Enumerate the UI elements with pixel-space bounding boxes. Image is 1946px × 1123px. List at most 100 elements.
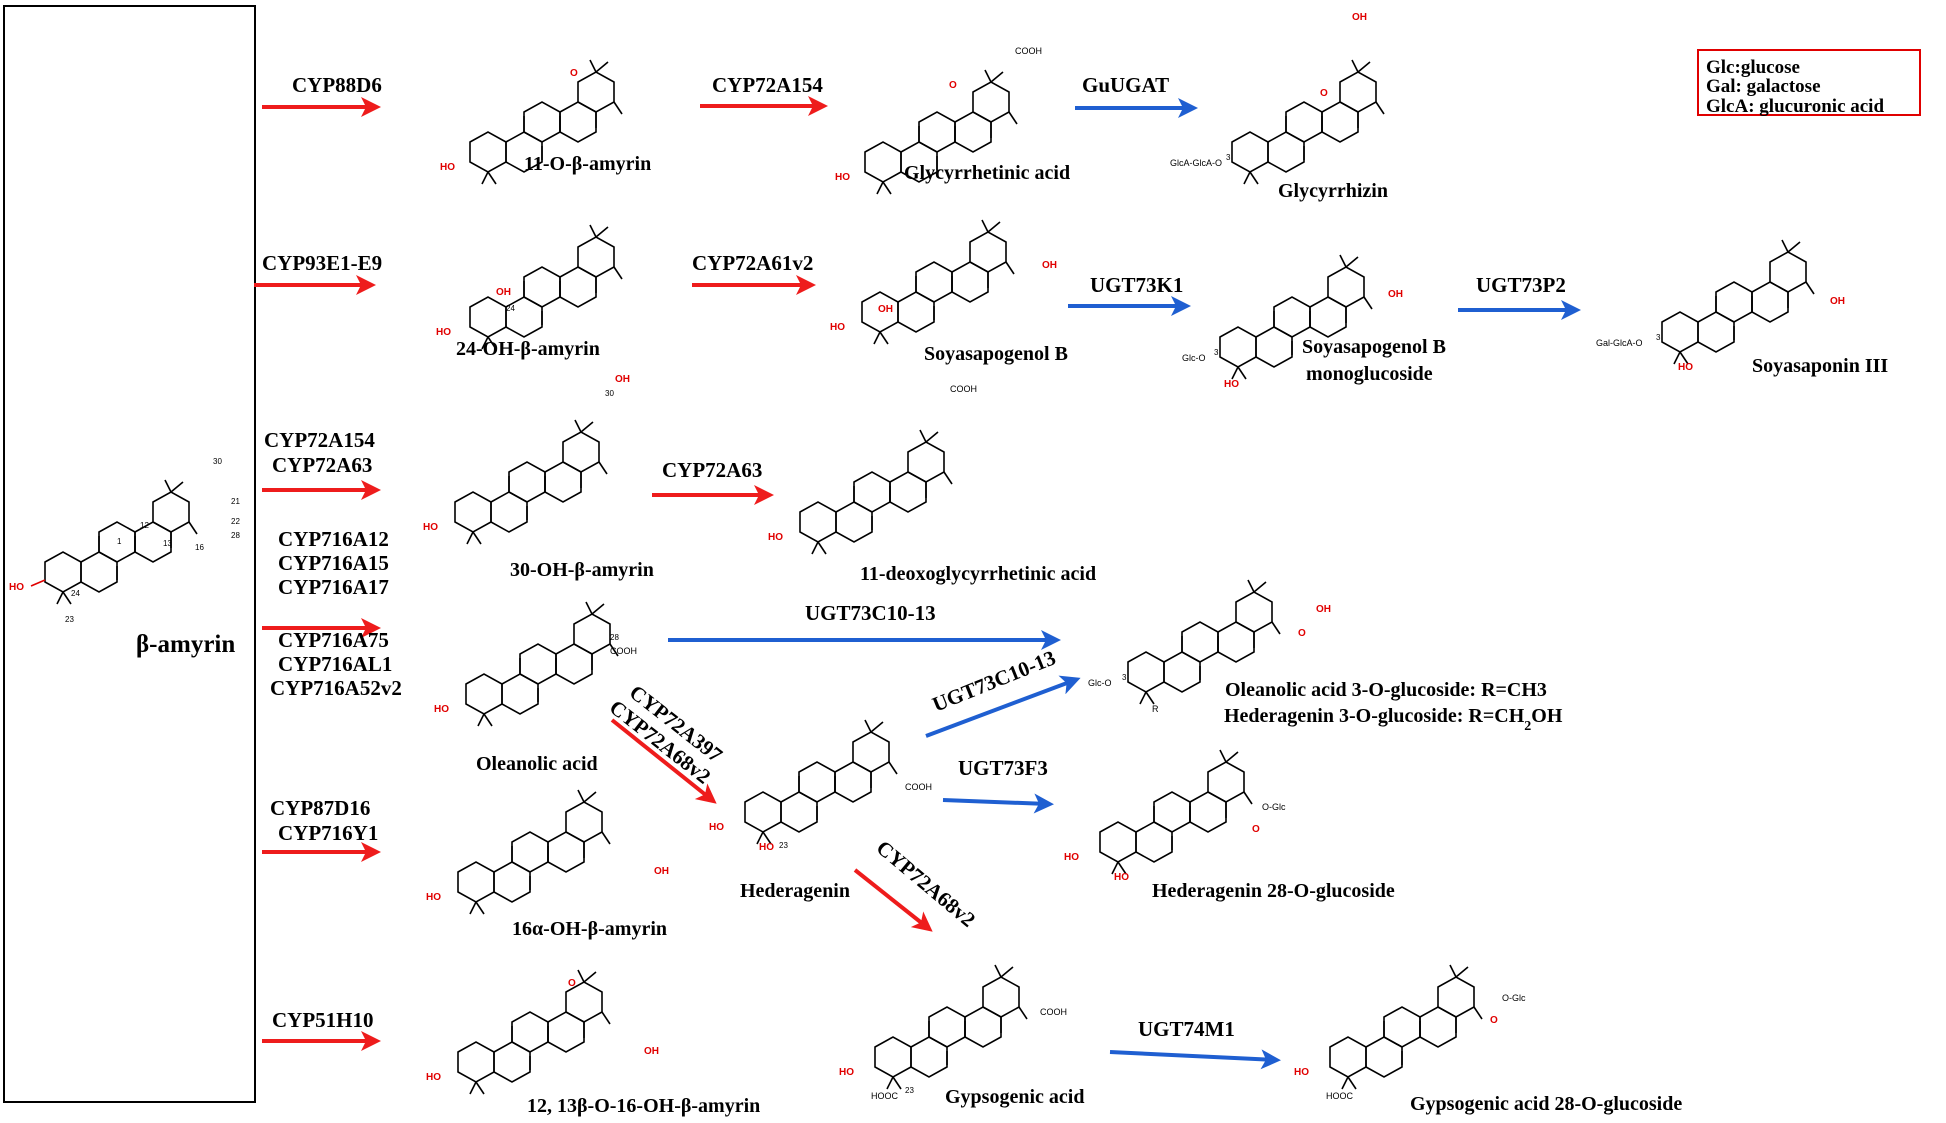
svg-text:21: 21 (231, 497, 240, 506)
legend-line-1: Glc:glucose (1706, 57, 1800, 78)
svg-text:3: 3 (1226, 153, 1231, 162)
svg-text:OH: OH (654, 866, 669, 877)
svg-text:O: O (949, 80, 957, 91)
enzyme-ugt73c10-a: UGT73C10-13 (805, 601, 936, 625)
soya-mono-label-1: Soyasapogenol B (1302, 336, 1446, 358)
svg-text:HO: HO (1678, 362, 1693, 373)
ole-glc-structure: Glc-O 3 R OH O (1088, 579, 1331, 714)
svg-text:COOH: COOH (950, 384, 977, 394)
deoxy-label: 11-deoxoglycyrrhetinic acid (860, 563, 1096, 585)
svg-text:GlcA-GlcA-O: GlcA-GlcA-O (1170, 158, 1222, 168)
enzyme-cyp72a154-a: CYP72A154 (712, 73, 823, 97)
svg-text:HO: HO (423, 522, 438, 533)
svg-text:O: O (570, 68, 578, 79)
enzyme-cyp716a75: CYP716A75 (278, 628, 389, 652)
enzyme-cyp716a12: CYP716A12 (278, 527, 389, 551)
hederagenin-structure: HO HO 23 COOH (709, 719, 932, 853)
glycyrrhetinic-label: Glycyrrhetinic acid (904, 162, 1070, 184)
svg-text:Gal-GlcA-O: Gal-GlcA-O (1596, 338, 1643, 348)
svg-text:HOOC: HOOC (1326, 1091, 1354, 1101)
svg-text:HO: HO (768, 532, 783, 543)
enzyme-cyp72a154-b: CYP72A154 (264, 428, 375, 452)
svg-text:3: 3 (1122, 673, 1127, 682)
gyp28-label: Gypsogenic acid 28-O-glucoside (1410, 1093, 1682, 1115)
enzyme-ugt73f3: UGT73F3 (958, 756, 1048, 780)
enzyme-cyp87d16: CYP87D16 (270, 796, 370, 820)
oh30-structure: HO OH 30 (423, 374, 630, 545)
legend-box (1697, 49, 1921, 116)
svg-text:28: 28 (610, 633, 619, 642)
legend-line-3: GlcA: glucuronic acid (1706, 96, 1884, 117)
glycyrrhizin-label: Glycyrrhizin (1278, 180, 1388, 202)
svg-text:HO: HO (830, 322, 845, 333)
oleanolic-structure: HO COOH 28 (434, 601, 637, 727)
epoxy-label: 12, 13β-O-16-OH-β-amyrin (527, 1095, 760, 1117)
gyp28-structure: HO HOOC O-Glc O (1294, 964, 1526, 1101)
svg-text:OH: OH (496, 287, 511, 298)
gypsogenic-label: Gypsogenic acid (945, 1086, 1084, 1108)
svg-text:30: 30 (213, 457, 222, 466)
hed-glc-label: Hederagenin 3-O-glucoside: R=CH2OH (1224, 705, 1563, 734)
oxo-amyrin-structure: HO O (440, 59, 623, 185)
svg-text:Glc-O: Glc-O (1088, 678, 1112, 688)
svg-text:O: O (1320, 88, 1328, 99)
beta-amyrin-box (3, 5, 256, 1103)
svg-text:23: 23 (65, 615, 74, 624)
enzyme-ugt74m1: UGT74M1 (1138, 1017, 1235, 1041)
soyasapogenol-b-glc-structure: Glc-O 3 HO OH (1182, 254, 1403, 390)
enzyme-cyp51h10: CYP51H10 (272, 1008, 374, 1032)
enzyme-guugat: GuUGAT (1082, 73, 1169, 97)
svg-text:13: 13 (163, 539, 172, 548)
hed28-label: Hederagenin 28-O-glucoside (1152, 880, 1395, 902)
glycyrrhizin-structure: GlcA-GlcA-O 3 O OH (1170, 12, 1385, 185)
svg-text:OH: OH (1388, 289, 1403, 300)
svg-text:1: 1 (117, 537, 122, 546)
enzyme-cyp93e1: CYP93E1-E9 (262, 251, 382, 275)
enzyme-ugt73p2: UGT73P2 (1476, 273, 1566, 297)
enzyme-cyp72a63-a: CYP72A63 (272, 453, 372, 477)
oh24-structure: HO OH 24 (436, 224, 623, 350)
svg-text:O: O (1252, 824, 1260, 835)
beta-amyrin-structure: HO 24 23 1 12 13 16 22 21 28 30 (9, 457, 240, 624)
svg-text:HO: HO (426, 1072, 441, 1083)
hed28-structure: HO HO O-Glc O (1064, 749, 1286, 883)
svg-text:HO: HO (434, 704, 449, 715)
svg-text:OH: OH (878, 304, 893, 315)
svg-text:HO: HO (839, 1067, 854, 1078)
enzyme-cyp716a15: CYP716A15 (278, 551, 389, 575)
beta-amyrin-label: β-amyrin (136, 631, 235, 658)
arrow-ugt73f3 (942, 793, 1054, 814)
oh-atom: HO (9, 582, 24, 593)
arrow-cyp72a397 (610, 718, 717, 804)
svg-text:HO: HO (440, 162, 455, 173)
ole-glc-label: Oleanolic acid 3-O-glucoside: R=CH3 (1225, 679, 1547, 701)
arrow-cyp72a68v2-b (853, 868, 933, 932)
svg-text:OH: OH (1042, 260, 1057, 271)
svg-text:HO: HO (1064, 852, 1079, 863)
svg-text:28: 28 (231, 531, 240, 540)
svg-text:12: 12 (140, 521, 149, 530)
svg-text:O: O (568, 978, 576, 989)
svg-text:OH: OH (615, 374, 630, 385)
soyasapogenol-b-label: Soyasapogenol B (924, 343, 1068, 365)
oh16-structure: HO OH (426, 789, 669, 915)
epoxy-structure: HO O OH (426, 969, 659, 1095)
svg-text:HO: HO (426, 892, 441, 903)
enzyme-cyp72a61v2: CYP72A61v2 (692, 251, 813, 275)
enzyme-cyp716y1: CYP716Y1 (278, 821, 378, 845)
enzyme-cyp716a52v2: CYP716A52v2 (270, 676, 402, 700)
svg-text:16: 16 (195, 543, 204, 552)
svg-text:OH: OH (1352, 12, 1367, 23)
enzyme-ugt73c10-b: UGT73C10-13 (929, 645, 1059, 716)
svg-text:O-Glc: O-Glc (1502, 993, 1526, 1003)
arrow-ugt74m1 (1109, 1049, 1281, 1070)
svg-text:30: 30 (605, 389, 614, 398)
oh24-label: 24-OH-β-amyrin (456, 338, 600, 360)
svg-text:24: 24 (71, 589, 80, 598)
enzyme-cyp72a68v2-b: CYP72A68v2 (872, 835, 980, 931)
svg-text:HO: HO (709, 822, 724, 833)
gypsogenic-structure: HO HOOC 23 COOH (839, 964, 1067, 1101)
svg-text:3: 3 (1656, 333, 1661, 342)
svg-text:O: O (1298, 628, 1306, 639)
